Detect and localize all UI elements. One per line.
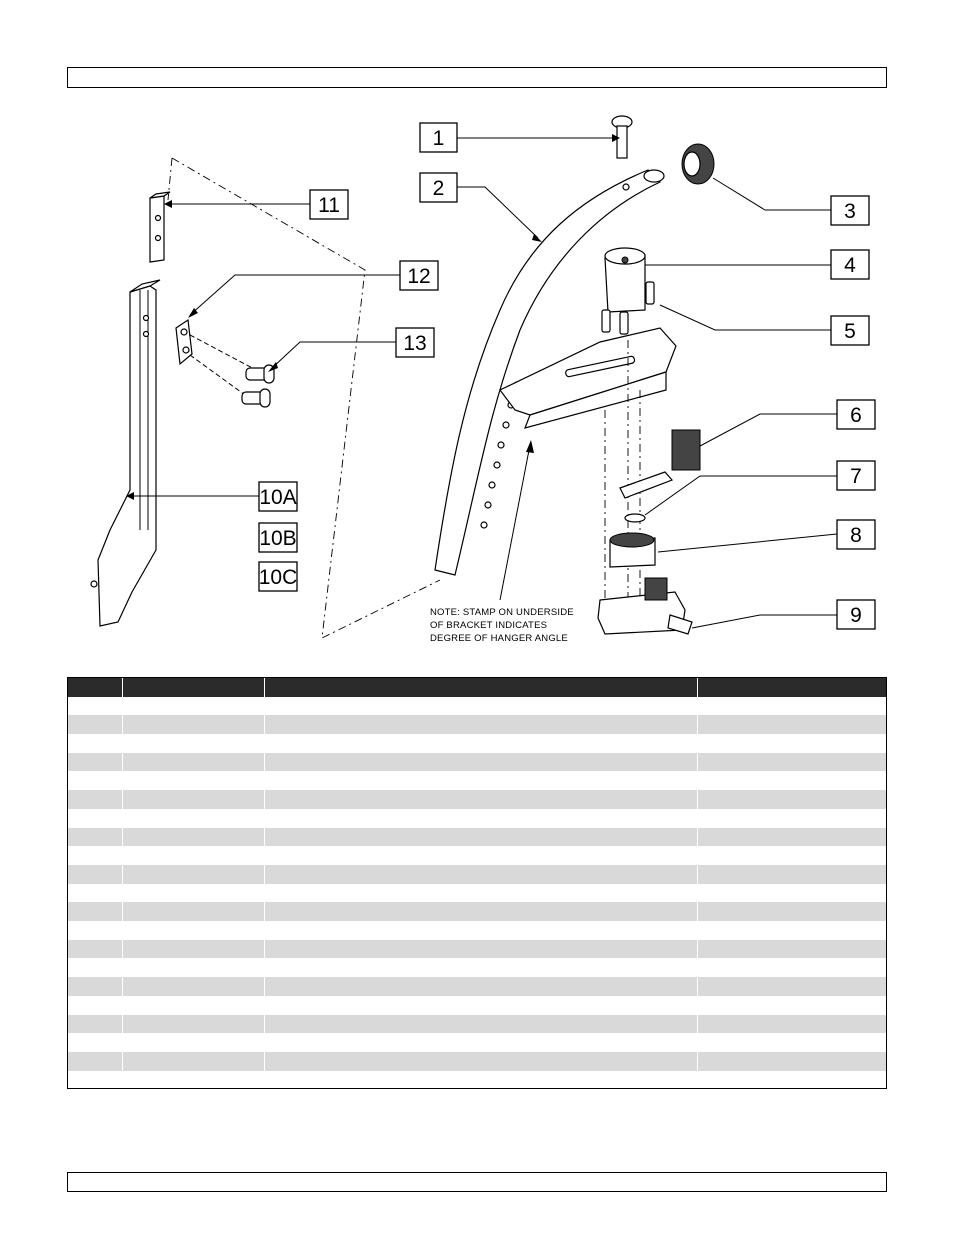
- svg-text:11: 11: [318, 194, 340, 217]
- part-12-clamp-plate: [175, 318, 193, 366]
- svg-text:13: 13: [403, 332, 426, 355]
- table-header-row: [68, 678, 886, 697]
- exploded-parts-diagram: 1 2 3 4 5 6 7 8 9 11: [90, 115, 876, 644]
- svg-text:10B: 10B: [259, 527, 296, 550]
- part-8-bushing: [609, 532, 656, 568]
- part-6-lock-lever: [619, 429, 701, 499]
- table-row: [68, 996, 886, 1015]
- footer-bar: [67, 1172, 887, 1192]
- callout-7: 7: [836, 460, 876, 491]
- table-row: [68, 772, 886, 791]
- svg-text:10A: 10A: [259, 486, 296, 509]
- callout-5: 5: [830, 315, 870, 346]
- callout-8: 8: [836, 519, 876, 550]
- table-row: [68, 902, 886, 922]
- table-row: [68, 884, 886, 903]
- part-4-pivot-sleeve: [604, 247, 646, 313]
- table-row: [68, 959, 886, 978]
- callout-3: 3: [830, 195, 870, 226]
- svg-text:1: 1: [433, 127, 445, 150]
- svg-text:2: 2: [433, 177, 445, 200]
- part-3-end-cap: [681, 143, 715, 185]
- callout-10c: 10C: [258, 561, 298, 592]
- table-row: [68, 939, 886, 959]
- assembly-outline: [171, 157, 441, 639]
- callout-4: 4: [830, 249, 870, 280]
- svg-text:6: 6: [850, 404, 862, 427]
- table-row: [68, 1033, 886, 1052]
- callout-11: 11: [309, 189, 349, 220]
- table-row: [68, 734, 886, 753]
- bracket-arm: [499, 327, 677, 429]
- table-row: [68, 921, 886, 940]
- table-row: [68, 752, 886, 772]
- table-row: [68, 865, 886, 884]
- callout-13: 13: [395, 327, 435, 358]
- svg-text:DEGREE OF HANGER ANGLE: DEGREE OF HANGER ANGLE: [430, 633, 568, 644]
- table-row: [68, 1052, 886, 1071]
- table-row: [68, 790, 886, 809]
- part-2-front-hanger: [434, 169, 665, 576]
- table-row: [68, 827, 886, 847]
- table-row: [68, 715, 886, 735]
- svg-text:10C: 10C: [259, 566, 298, 589]
- table-row: [68, 977, 886, 996]
- part-9-swivel-base: [597, 577, 693, 635]
- callout-9: 9: [836, 599, 876, 630]
- part-10-hanger-tube: [90, 279, 161, 627]
- stamp-note: NOTE: STAMP ON UNDERSIDE OF BRACKET INDI…: [430, 607, 574, 644]
- svg-text:OF BRACKET INDICATES: OF BRACKET INDICATES: [430, 620, 547, 631]
- table-row: [68, 697, 886, 716]
- svg-text:8: 8: [850, 524, 862, 547]
- table-row: [68, 809, 886, 828]
- parts-table: [67, 677, 887, 1089]
- svg-text:9: 9: [850, 604, 862, 627]
- callout-1: 1: [419, 122, 458, 153]
- svg-text:7: 7: [850, 465, 862, 488]
- callout-12: 12: [399, 260, 439, 291]
- header-bar: [67, 67, 887, 88]
- part-1-bolt: [611, 115, 633, 159]
- callout-2: 2: [419, 172, 458, 203]
- svg-text:4: 4: [844, 254, 856, 277]
- part-5-screws: [601, 281, 655, 335]
- svg-text:NOTE: STAMP ON UNDERSIDE: NOTE: STAMP ON UNDERSIDE: [430, 607, 574, 618]
- part-13-screws: [241, 364, 275, 408]
- part-11-insert: [149, 191, 171, 263]
- callout-6: 6: [836, 399, 876, 430]
- callout-10a: 10A: [258, 481, 298, 512]
- svg-text:3: 3: [844, 200, 856, 223]
- svg-text:12: 12: [407, 265, 430, 288]
- table-row: [68, 1014, 886, 1034]
- part-7-clip: [624, 513, 646, 523]
- svg-text:5: 5: [844, 320, 856, 343]
- table-row: [68, 846, 886, 865]
- callout-10b: 10B: [258, 522, 298, 553]
